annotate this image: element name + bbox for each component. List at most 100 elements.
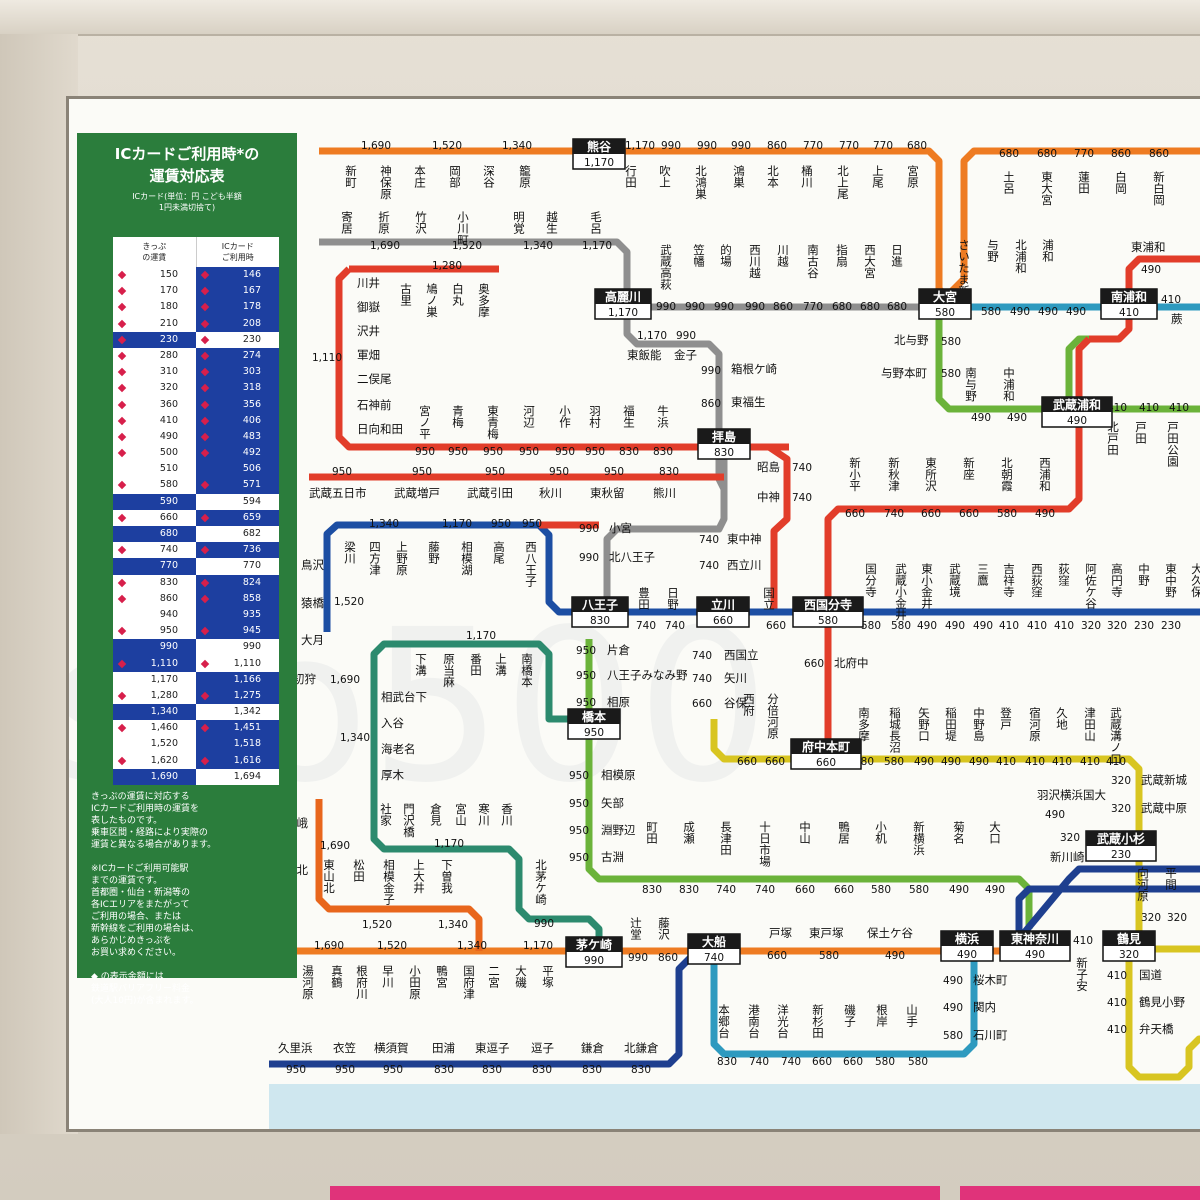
station-name: 武蔵中原 [1141,801,1187,815]
barrier-free-diamond-icon [200,335,210,344]
fare-value: 580 [871,884,891,896]
ticket-fare: 1,460 [113,720,196,737]
fare-value: 660 [804,658,824,670]
fare-value: 320 [1060,832,1080,844]
fare-value: 410 [1052,756,1072,768]
ticket-fare: 680 [113,526,196,543]
barrier-free-diamond-icon [200,513,210,523]
fare-value: 660 [737,756,757,768]
bottom-sign-strip-right [960,1186,1200,1200]
fare-value: 950 [491,518,511,530]
hub-station-name: 鶴見 [1117,931,1141,946]
station-name: 新白岡 [1152,170,1166,206]
station-name: 中山 [798,821,812,844]
station-name: 武蔵増戸 [394,486,440,500]
station-name: 番田 [469,653,483,676]
station-name: 秋川 [539,486,562,500]
fare-value: 1,340 [340,732,370,744]
station-name: 沢井 [357,324,380,338]
ic-fare: 318 [196,380,279,397]
station-name: 上大井 [412,859,426,894]
fare-value: 490 [917,620,937,632]
hub-station-name: 立川 [711,597,735,612]
fare-value: 580 [819,950,839,962]
fare-value: 990 [534,918,554,930]
fare-table-header: きっぷ の運賃 ICカード ご利用時 [113,237,279,267]
ticket-fare: 1,690 [113,768,196,785]
hub-station-name-band [595,289,651,304]
ic-fare: 659 [196,509,279,526]
station-name: 湯河原 [301,965,315,1000]
station-name: 川井 [357,276,380,290]
ticket-fare: 210 [113,315,196,332]
ticket-fare: 580 [113,477,196,494]
hub-station-name: 大宮 [933,289,957,304]
station-name: 保土ケ谷 [867,926,913,940]
station-name: 豊田 [637,587,651,610]
station-name: 分倍河原 [766,693,780,739]
fare-value: 230 [1134,620,1154,632]
station-name: 東逗子 [475,1041,510,1055]
station-name: 桶川 [800,164,814,188]
station-name: 下溝 [414,653,428,677]
station-name: 武蔵溝ノ口 [1109,707,1123,765]
ic-fare: 167 [196,283,279,300]
station-name: 宮原 [906,164,920,188]
fare-value: 740 [792,492,812,504]
fare-value: 950 [383,1064,403,1076]
barrier-free-diamond-icon [117,367,127,377]
fare-value: 1,170 [625,140,655,152]
fare-value: 660 [767,950,787,962]
fare-value: 410 [1106,756,1126,768]
fare-value: 990 [701,365,721,377]
fare-value: 320 [1141,912,1161,924]
fare-value: 950 [569,852,589,864]
fare-value: 1,520 [377,940,407,952]
fare-value: 950 [604,466,624,478]
ic-fare: 858 [196,590,279,607]
station-name: 小川町 [456,211,470,246]
station-name: 寄居 [340,210,354,235]
station-name: 川越 [776,244,790,268]
fare-value: 680 [887,301,907,313]
fare-value: 950 [576,697,596,709]
hub-station-fare: 320 [1119,949,1139,961]
fare-value: 490 [945,620,965,632]
ic-fare: 483 [196,428,279,446]
barrier-free-diamond-icon [117,578,127,587]
station-name: 社家 [379,802,393,826]
fare-conversion-table: ICカードご利用時*の 運賃対応表 ICカード(単位：円 こども半額 1円未満切… [77,133,297,1006]
fare-value: 580 [981,306,1001,318]
fare-value: 950 [569,798,589,810]
hub-station-fare: 950 [584,727,604,739]
fare-value: 830 [659,466,679,478]
fare-value: 410 [1161,294,1181,306]
fare-value: 490 [1045,809,1065,821]
barrier-free-diamond-icon [117,303,127,312]
hub-station-fare: 490 [1067,415,1087,427]
station-name: 矢野口 [917,706,931,741]
station-name: 吉祥寺 [1002,563,1016,598]
fare-value: 490 [943,1002,963,1014]
ic-fare: 571 [196,477,279,494]
fare-value: 950 [448,446,468,458]
ic-fare: 990 [196,639,279,656]
ticket-fare: 180 [113,299,196,316]
station-name: 新座 [962,456,976,481]
station-name: 八王子みなみ野 [607,668,688,682]
fare-value: 950 [576,670,596,682]
station-name: 的場 [719,243,733,268]
fare-value: 990 [714,301,734,313]
station-name: 山手 [905,1004,919,1028]
fare-value: 410 [1054,620,1074,632]
ticket-fare: 360 [113,396,196,413]
fare-value: 990 [656,301,676,313]
station-name: 海老名 [381,742,416,756]
station-name: 相武台下 [381,690,427,704]
barrier-free-diamond-icon [117,270,127,280]
